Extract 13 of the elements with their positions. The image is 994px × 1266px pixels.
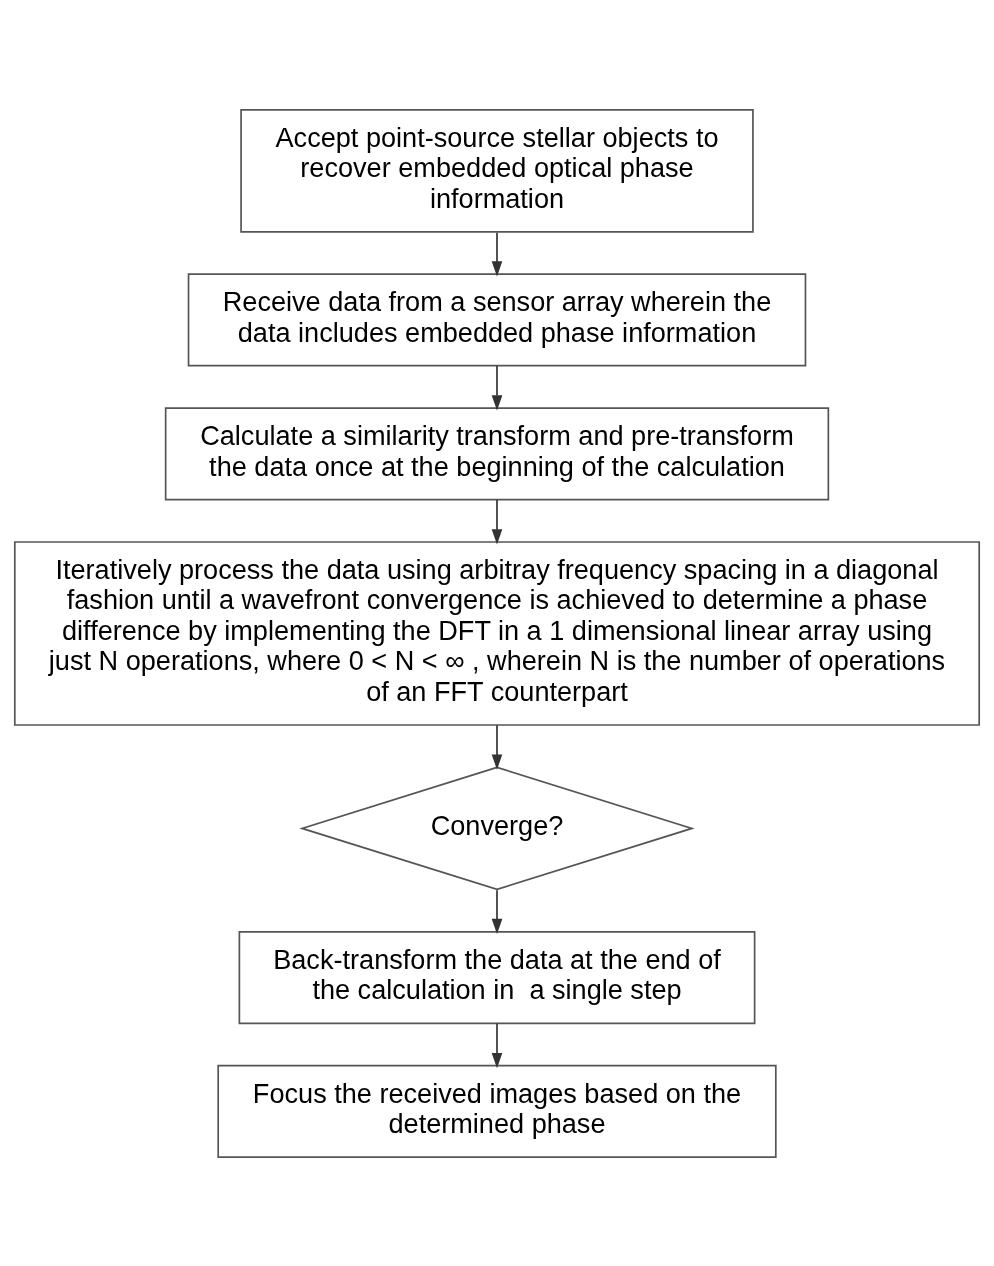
arrow xyxy=(491,1022,503,1068)
node-box: Focus the received images based on the determined phase xyxy=(217,1064,777,1158)
node-box: Calculate a similarity transform and pre-transform the data once at the beginning of the calculation xyxy=(164,406,830,500)
node-box: Iteratively process the data using arbitray frequency spacing in a diagonal fashion until a wavefront convergence is achieved to determine a phase difference by implementing the DFT in a 1 dimensional linear array using just N operations, where 0 < N < ∞ , wherein N is the number of operations of an FFT counterpart xyxy=(13,540,981,726)
arrow xyxy=(491,888,503,934)
arrow xyxy=(491,231,503,276)
node-diamond: Converge? xyxy=(299,766,695,890)
node-box: Accept point-source stellar objects to recover embedded optical phase information xyxy=(240,108,754,233)
arrow xyxy=(491,364,503,411)
arrow xyxy=(491,724,503,770)
node-box: Back-transform the data at the end of the calculation in a single step xyxy=(238,930,756,1024)
arrow xyxy=(491,498,503,544)
node-box: Receive data from a sensor array wherein the data includes embedded phase information xyxy=(187,272,807,367)
